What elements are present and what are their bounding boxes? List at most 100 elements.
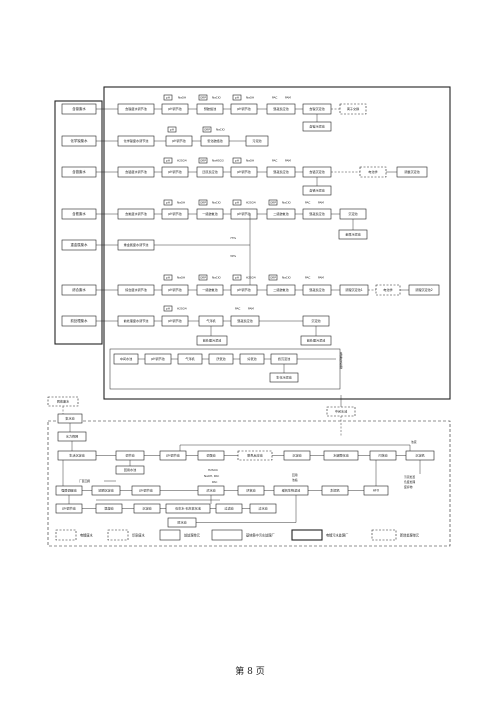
svg-text:预破络池: 预破络池 [204,106,216,111]
svg-text:前处理污泥池: 前处理污泥池 [307,338,326,343]
svg-text:pH调节池: pH调节池 [237,106,251,111]
row-label-nickel: 含镍废水 [72,106,86,111]
svg-text:电化学: 电化学 [368,169,377,174]
svg-text:pH调节池: pH调节池 [168,106,182,111]
discharge-vertical-label: 电镀废水处理 [339,351,343,369]
svg-text:离子交换: 离子交换 [347,106,359,111]
svg-text:PAM: PAM [285,96,291,100]
row-label-cyanide: 含氰废水 [72,211,86,216]
svg-text:缓氧生物滤池: 缓氧生物滤池 [282,488,301,493]
svg-text:一级破氰池: 一级破氰池 [202,211,217,216]
svg-text:pH: pH [166,276,170,280]
svg-text:H2SO4: H2SO4 [246,276,256,280]
svg-text:PAC: PAC [305,201,310,205]
legend-dyeing: 印染废水 [132,533,146,538]
row-cyanide: 含氰废水调节池 pH调节池 一级破氰池 pH调节池 二级破氰池 混凝反应池 沉淀… [96,199,368,240]
svg-text:pH: pH [166,201,170,205]
row-biological: 中间水池 pH调节池 气浮机 厌氧池 好氧池 终沉淀池 生化污泥池 电镀废水处理 [109,348,343,407]
svg-text:AFO: AFO [373,489,380,493]
row-heavy-metal: 重金属废水调节池 73% 30% [96,214,251,290]
svg-text:H2SO4: H2SO4 [246,201,256,205]
svg-text:pH: pH [166,159,170,163]
svg-text:还原反应池: 还原反应池 [202,169,217,174]
svg-text:厌氧池: 厌氧池 [216,356,225,361]
svg-text:ORP: ORP [204,128,210,132]
svg-text:金属污泥池: 金属污泥池 [345,232,360,237]
svg-text:沉淀池: 沉淀池 [142,506,151,511]
svg-text:H2SO4: H2SO4 [177,307,187,311]
svg-text:pH调节池: pH调节池 [168,169,182,174]
svg-text:调整沉淀池: 调整沉淀池 [404,169,419,174]
svg-text:NaOH, PAC: NaOH, PAC [204,474,219,478]
svg-text:二级破氰池: 二级破氰池 [273,211,288,216]
svg-text:刮泥机: 刮泥机 [330,488,340,493]
svg-text:pH: pH [166,96,170,100]
svg-text:pH调节池: pH调节池 [172,138,186,143]
source-column-frame [54,100,103,345]
svg-text:pH: pH [235,159,239,163]
lower-section: 回收废水 集水池 水力筛网 生活沉淀池 调节池 pH调节池 调蛋池 脱色反应池 … [47,396,435,528]
row-nickel: 含镍废水调节池 pH调节池 预破络池 pH调节池 混凝反应池 含镍沉淀池 离子交… [96,94,367,132]
svg-text:NaOH: NaOH [178,96,186,100]
svg-text:NaOH: NaOH [246,159,254,163]
svg-text:沉淀池: 沉淀池 [292,453,301,458]
svg-text:水力筛网: 水力筛网 [66,434,78,439]
svg-text:电化学: 电化学 [383,287,392,292]
svg-text:含镍污泥池: 含镍污泥池 [309,124,324,129]
row-label-mixed: 综合废水 [72,287,86,292]
svg-text:闪蒸池: 闪蒸池 [378,453,387,458]
svg-text:pH: pH [235,201,239,205]
legend-new-unit: 新增处理单元 [400,533,420,538]
svg-text:pH: pH [235,276,239,280]
svg-text:pH调节池: pH调节池 [168,211,182,216]
svg-text:回用: 回用 [292,473,298,477]
svg-text:NaClO: NaClO [212,201,222,205]
legend-base-plant: 基地集中污水处理厂 [246,533,275,538]
svg-text:调理沉淀池2: 调理沉淀池2 [415,287,432,292]
svg-text:NaHSO3: NaHSO3 [212,159,224,163]
row-pretreatment: 前处理废水调节池 pH调节池 气浮机 混凝反应池 沉淀池 前处理污泥池 前处理污… [96,305,332,346]
svg-text:沉淀池: 沉淀池 [348,211,357,216]
svg-text:调理沉淀池1: 调理沉淀池1 [345,287,362,292]
svg-text:NaClO: NaClO [216,128,226,132]
row-label-chem-nickel: 化学镍废水 [71,138,89,143]
svg-text:pH: pH [235,96,239,100]
svg-text:气浮机: 气浮机 [185,356,195,361]
svg-text:PAM: PAM [248,307,254,311]
svg-text:H2SO4: H2SO4 [177,159,187,163]
svg-text:PAC: PAC [212,480,217,484]
svg-text:过滤池: 过滤池 [224,506,233,511]
svg-text:含铬沉淀池: 含铬沉淀池 [309,169,324,174]
middle-pool-label: 中间水池 [335,409,347,414]
svg-text:NaClO: NaClO [212,96,222,100]
svg-text:集水池: 集水池 [65,416,74,421]
svg-text:NaClO: NaClO [212,276,222,280]
svg-text:ORP: ORP [270,276,276,280]
svg-text:NaClO: NaClO [282,201,292,205]
svg-text:水解酸化池: 水解酸化池 [333,453,348,458]
svg-text:混凝反应池: 混凝反应池 [273,106,288,111]
legend-electroplating: 电镀废水 [80,533,94,538]
svg-text:一级破氰池: 一级破氰池 [202,287,217,292]
legend-electroplating-plant: 电镀污水处理厂 [326,533,348,538]
svg-text:清水池: 清水池 [258,506,267,511]
svg-text:初期沉淀池: 初期沉淀池 [98,488,113,493]
svg-text:浓水池: 浓水池 [206,488,215,493]
svg-text:H2SO4: H2SO4 [208,468,218,472]
svg-text:PAC: PAC [305,276,310,280]
svg-text:危废处理: 危废处理 [404,480,415,484]
svg-text:二级破氰池: 二级破氰池 [273,287,288,292]
split-percent-a: 73% [230,236,237,240]
base-plant-frame [47,420,451,547]
svg-text:pH调节池: pH调节池 [237,169,251,174]
svg-text:原水池: 原水池 [177,520,186,525]
svg-text:前处理污泥池: 前处理污泥池 [203,338,222,343]
svg-text:沉淀机: 沉淀机 [415,453,425,458]
svg-text:化学镍废水调节池: 化学镍废水调节池 [124,138,149,143]
legend-pretreatment-unit: 前处理单元 [184,533,201,538]
svg-text:pH调节池: pH调节池 [151,356,165,361]
svg-text:氧化破络池: 氧化破络池 [207,138,222,143]
svg-text:中间水池: 中间水池 [120,356,132,361]
svg-text:NaClO: NaClO [282,276,292,280]
